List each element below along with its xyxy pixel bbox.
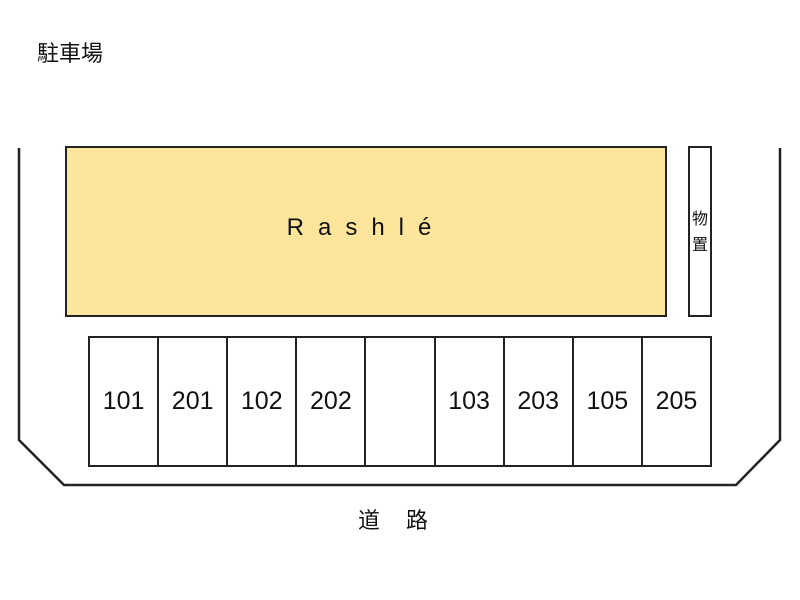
map-title: 駐車場	[37, 42, 104, 67]
building-name: Rashlé	[286, 213, 446, 241]
storage-shed: 物 置	[688, 146, 712, 317]
parking-space: 103	[436, 338, 505, 465]
parking-space: 203	[505, 338, 574, 465]
parking-space: 201	[159, 338, 229, 465]
parking-space-empty	[366, 338, 436, 465]
road-label: 道路	[358, 509, 455, 534]
parking-row: 101 201 102 202 103 203 105 205	[88, 336, 712, 467]
parking-space: 202	[297, 338, 367, 465]
building-rashle: Rashlé	[65, 146, 667, 317]
storage-char: 置	[691, 234, 708, 254]
parking-space: 205	[643, 338, 712, 465]
storage-char: 物	[691, 208, 708, 228]
parking-space: 105	[574, 338, 643, 465]
parking-space: 102	[228, 338, 298, 465]
parking-space: 101	[90, 338, 160, 465]
